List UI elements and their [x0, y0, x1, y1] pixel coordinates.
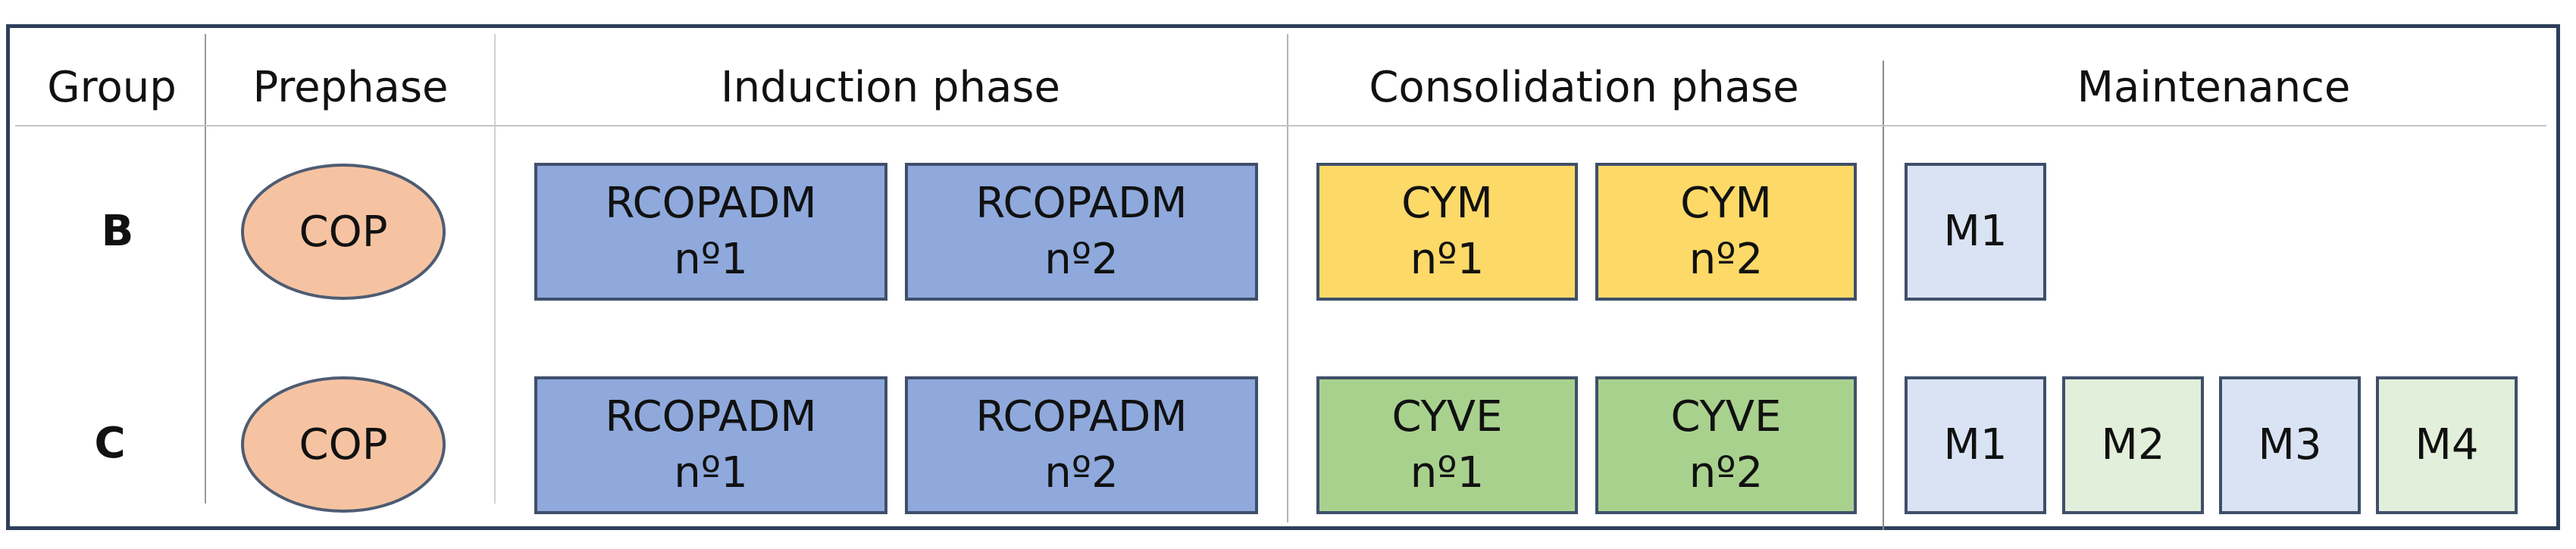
divider-prephase — [494, 34, 496, 504]
block-number: nº1 — [1410, 235, 1485, 284]
block-name: RCOPADM — [605, 392, 817, 442]
divider-induction — [1287, 34, 1288, 522]
prephase-label: COP — [299, 207, 388, 257]
block-name: CYM — [1401, 179, 1493, 229]
block-name: M2 — [2101, 420, 2165, 470]
block-name: RCOPADM — [605, 179, 817, 229]
header-group: Group — [47, 62, 177, 112]
consolidation-block-b-1: CYM nº1 — [1316, 163, 1578, 301]
induction-block-c-1: RCOPADM nº1 — [534, 376, 887, 514]
maintenance-block-c-m3: M3 — [2219, 376, 2361, 514]
maintenance-block-c-m2: M2 — [2062, 376, 2204, 514]
group-label-b: B — [101, 206, 134, 256]
consolidation-block-b-2: CYM nº2 — [1595, 163, 1857, 301]
block-name: M4 — [2415, 420, 2479, 470]
block-number: nº1 — [674, 235, 748, 284]
header-induction: Induction phase — [721, 62, 1060, 112]
block-number: nº1 — [674, 448, 748, 498]
consolidation-block-c-1: CYVE nº1 — [1316, 376, 1578, 514]
block-number: nº2 — [1044, 235, 1119, 284]
block-name: M3 — [2258, 420, 2322, 470]
block-name: CYVE — [1391, 392, 1503, 442]
prephase-label: COP — [299, 420, 388, 469]
maintenance-block-c-m1: M1 — [1905, 376, 2046, 514]
induction-block-b-2: RCOPADM nº2 — [905, 163, 1258, 301]
consolidation-block-c-2: CYVE nº2 — [1595, 376, 1857, 514]
header-prephase: Prephase — [252, 62, 449, 112]
group-label-c: C — [94, 418, 126, 468]
block-name: RCOPADM — [975, 392, 1188, 442]
induction-block-c-2: RCOPADM nº2 — [905, 376, 1258, 514]
block-name: M1 — [1943, 207, 2008, 257]
block-number: nº2 — [1689, 448, 1764, 498]
block-name: M1 — [1943, 420, 2008, 470]
block-number: nº1 — [1410, 448, 1485, 498]
block-number: nº2 — [1689, 235, 1764, 284]
header-maintenance: Maintenance — [2077, 62, 2351, 112]
prephase-oval-b: COP — [241, 164, 446, 300]
prephase-oval-c: COP — [241, 376, 446, 513]
maintenance-block-b-m1: M1 — [1905, 163, 2046, 301]
divider-consolidation — [1883, 61, 1884, 530]
block-number: nº2 — [1044, 448, 1119, 498]
header-underline — [15, 125, 2546, 126]
block-name: RCOPADM — [975, 179, 1188, 229]
maintenance-block-c-m4: M4 — [2376, 376, 2518, 514]
diagram-frame — [6, 24, 2560, 530]
block-name: CYM — [1680, 179, 1772, 229]
induction-block-b-1: RCOPADM nº1 — [534, 163, 887, 301]
header-consolidation: Consolidation phase — [1369, 62, 1799, 112]
block-name: CYVE — [1670, 392, 1782, 442]
divider-group — [205, 34, 206, 504]
